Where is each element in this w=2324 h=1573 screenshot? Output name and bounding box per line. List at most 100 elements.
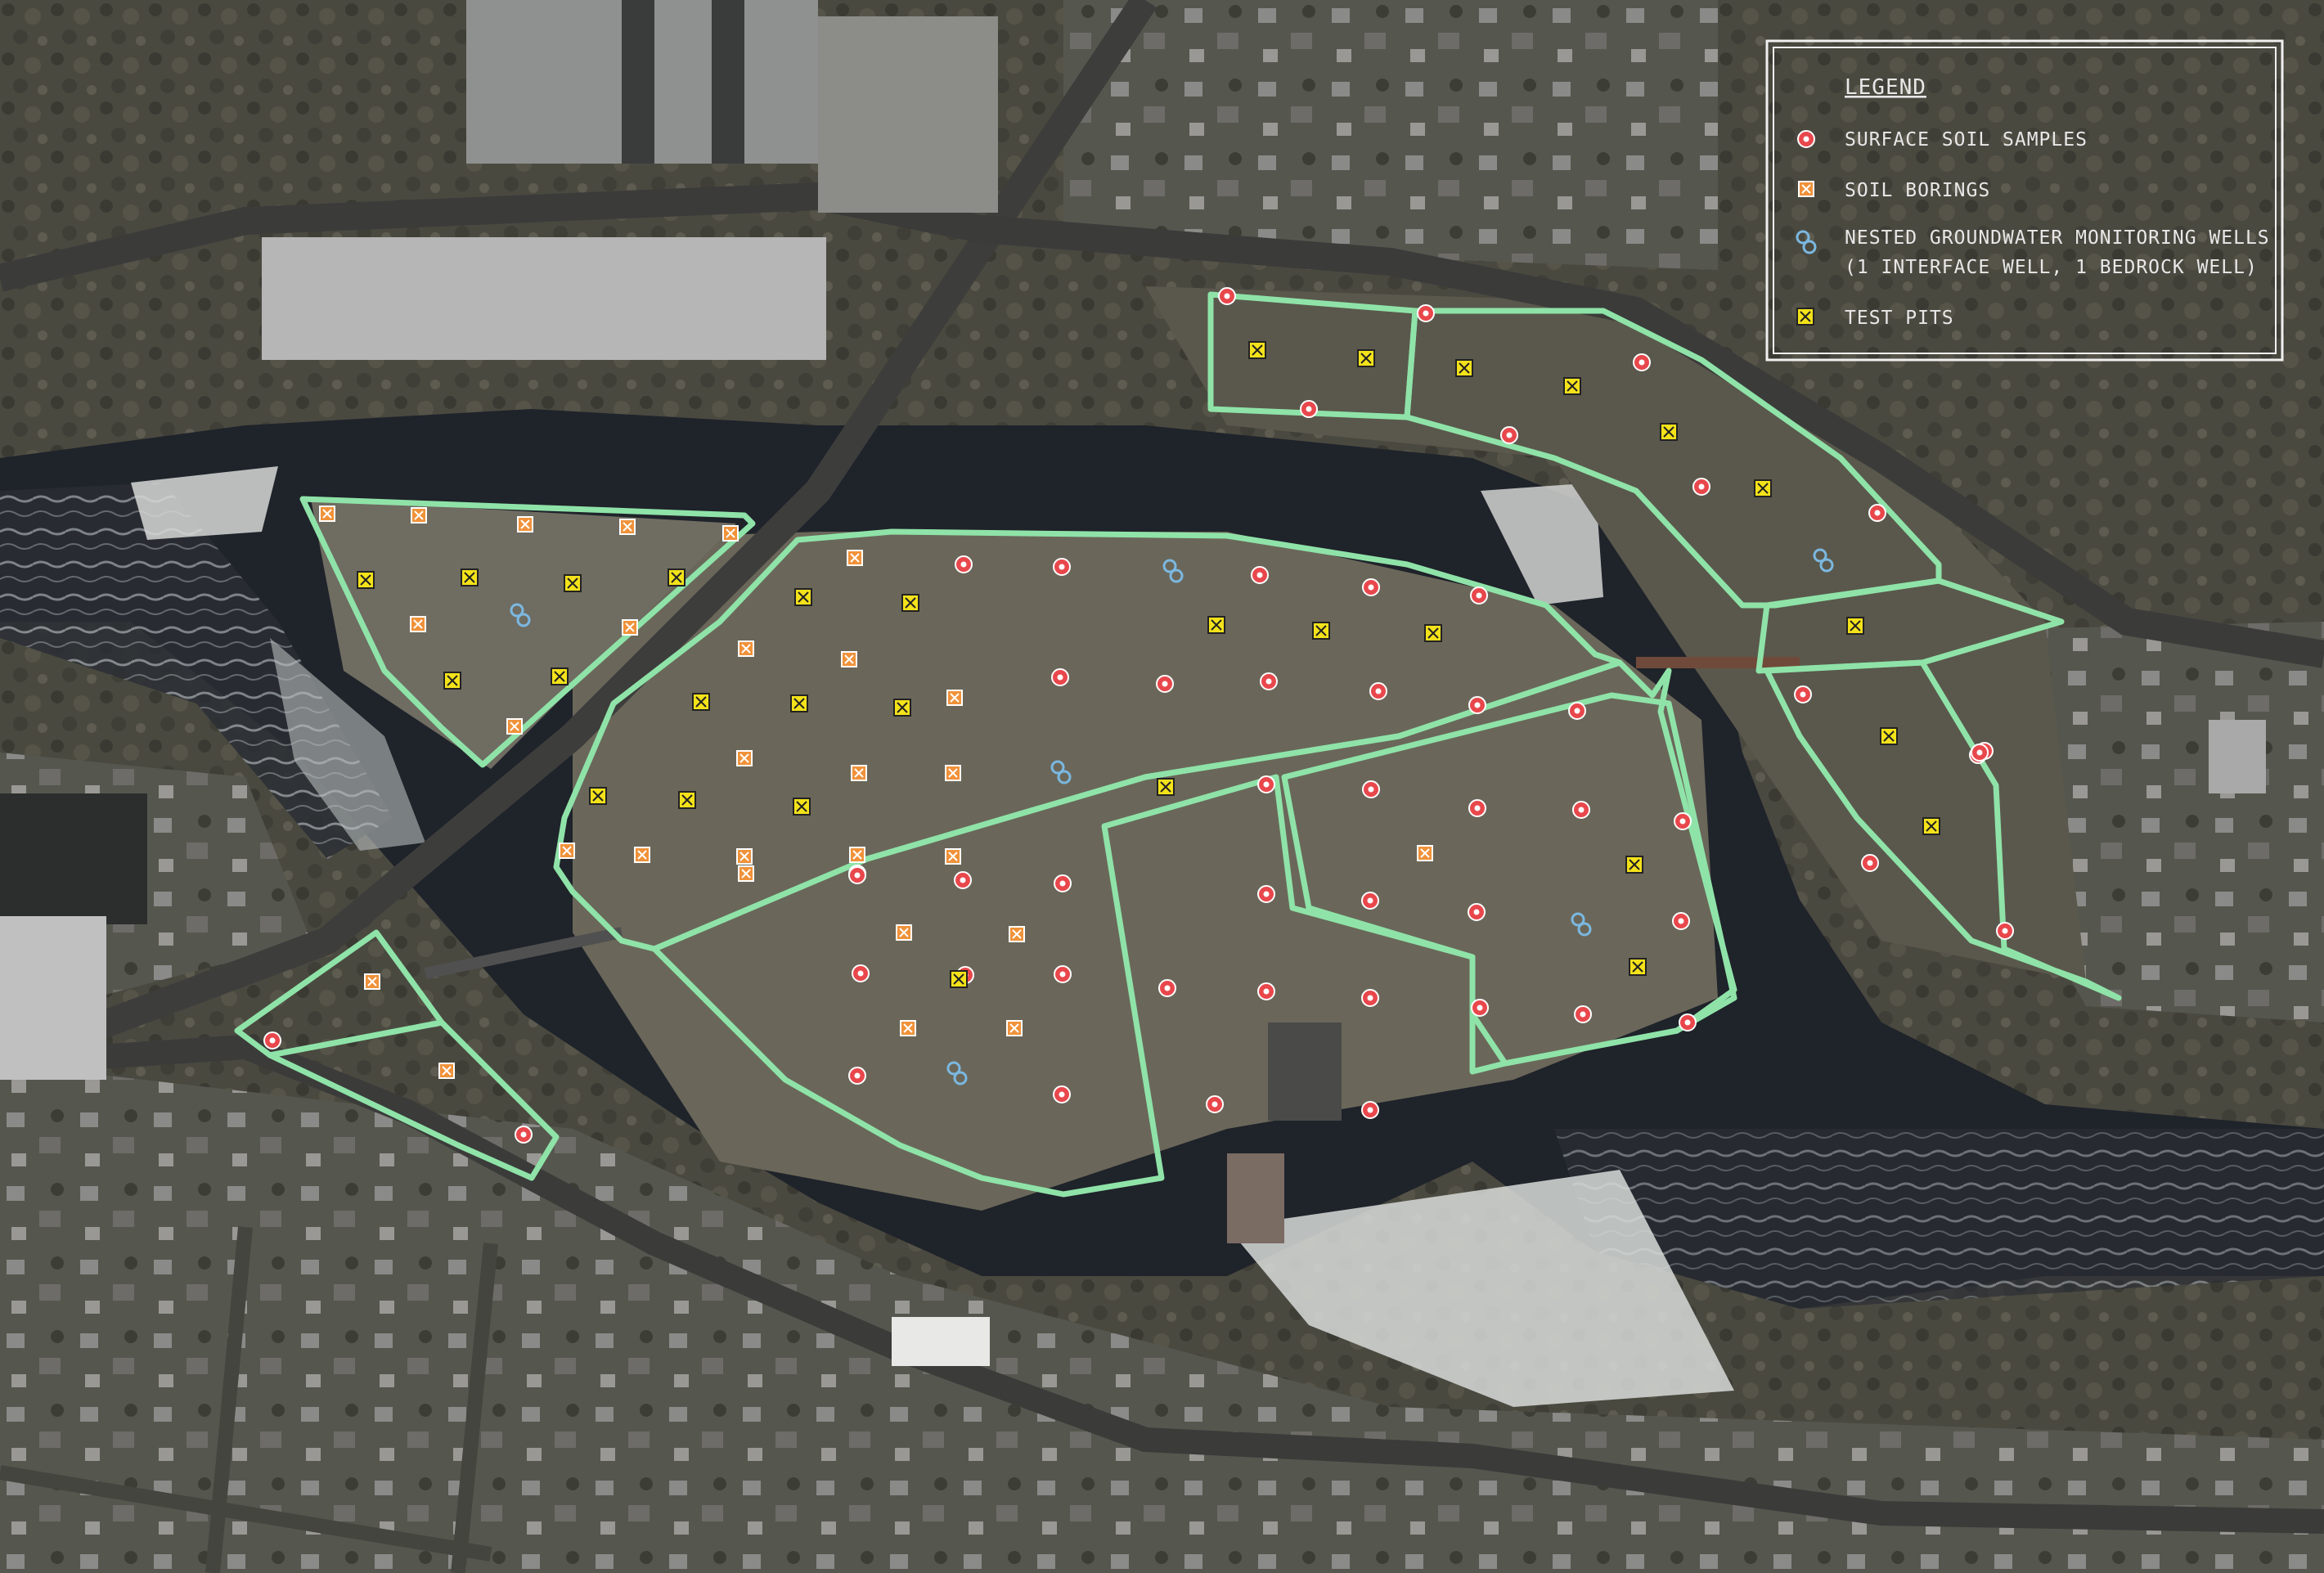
soil-boring-marker	[517, 516, 533, 533]
red-circle-icon-center	[1578, 807, 1585, 813]
building-east	[2209, 720, 2266, 793]
red-circle-icon-center	[2002, 928, 2008, 934]
surface-soil-sample-marker	[1471, 999, 1489, 1017]
blue-double-circle-icon	[1571, 912, 1585, 927]
orange-crossed-square-cross	[520, 519, 530, 529]
test-pit-marker	[357, 571, 375, 589]
test-pit-marker	[893, 699, 911, 717]
red-circle-icon-center	[1574, 708, 1580, 714]
legend-box-inner	[1773, 47, 2277, 354]
surface-soil-sample-marker	[515, 1126, 533, 1144]
yellow-crossed-square-cross	[1567, 380, 1578, 392]
blue-double-circle-icon-2	[516, 613, 531, 627]
red-circle-icon-center	[1473, 909, 1480, 915]
legend-item-test-pits: TEST PITS	[1796, 308, 1954, 329]
surface-soil-sample-marker	[263, 1031, 281, 1049]
legend-item-monitoring-wells: NESTED GROUNDWATER MONITORING WELLS (1 I…	[1796, 227, 2269, 278]
orange-crossed-square-cross	[414, 510, 424, 520]
red-circle-icon-center	[1162, 681, 1168, 687]
surface-soil-sample-marker	[1206, 1095, 1224, 1113]
footbridge	[424, 927, 623, 979]
soil-boring-marker	[1006, 1020, 1023, 1036]
road-north	[0, 182, 2324, 668]
soil-boring-marker	[738, 865, 754, 882]
mill-building-west-2	[0, 916, 106, 1080]
soil-boring-marker	[722, 525, 739, 542]
test-pit-marker	[793, 798, 811, 816]
yellow-crossed-square-cross	[905, 597, 916, 609]
blue-double-circle-icon	[510, 603, 524, 618]
yellow-crossed-square-cross	[567, 578, 578, 589]
waterfall-east	[1481, 483, 1603, 605]
boundary-parcel-4	[1281, 692, 1737, 1067]
monitoring-well-marker	[1813, 548, 1834, 573]
surface-soil-sample-marker	[1468, 903, 1486, 921]
test-pit-marker	[678, 791, 696, 809]
blue-double-circle-icon	[1796, 230, 1810, 245]
surface-soil-sample-marker	[1158, 979, 1176, 997]
mill-building-north	[262, 237, 826, 360]
yellow-crossed-square-cross	[1926, 820, 1937, 832]
legend-label-soil-borings: SOIL BORINGS	[1845, 180, 1990, 201]
legend-label-monitoring-wells-line2: (1 INTERFACE WELL, 1 BEDROCK WELL)	[1845, 257, 2258, 278]
orange-crossed-square-cross	[1009, 1023, 1019, 1033]
orange-crossed-square-cross	[510, 721, 519, 731]
orange-crossed-square-cross	[948, 768, 958, 778]
red-circle-icon-center	[1059, 1091, 1065, 1098]
surface-soil-sample-marker	[1692, 478, 1710, 496]
yellow-crossed-square-cross	[671, 572, 682, 583]
yellow-crossed-square-cross	[1632, 961, 1643, 973]
soil-boring-marker	[945, 848, 961, 865]
blue-double-circle-icon-2	[1577, 922, 1592, 937]
site-boundaries	[234, 291, 2122, 1198]
surface-soil-sample-marker	[1572, 801, 1590, 819]
yellow-crossed-square-cross	[1850, 620, 1861, 631]
red-circle-icon-center	[1874, 510, 1881, 516]
test-pit-marker	[1312, 622, 1330, 640]
yellow-crossed-square-cross	[1360, 353, 1372, 364]
yellow-crossed-square-cross	[953, 973, 964, 985]
powerhouse	[1227, 1153, 1284, 1243]
soil-boring-marker	[736, 750, 753, 766]
test-pit-marker	[1754, 479, 1772, 497]
test-pit-marker	[901, 594, 919, 612]
soil-boring-marker	[634, 847, 650, 863]
soil-boring-marker	[319, 506, 335, 522]
test-pit-marker	[551, 667, 569, 685]
surface-soil-sample-marker	[1260, 672, 1278, 690]
soil-boring-marker	[945, 765, 961, 781]
surface-soil-sample-marker	[1417, 304, 1435, 322]
soil-boring-marker	[849, 847, 865, 863]
red-circle-icon-center	[1867, 860, 1873, 866]
rapids-west-white	[270, 638, 425, 851]
mill-building-west	[0, 793, 147, 924]
soil-boring-marker	[506, 718, 523, 735]
red-circle-icon-center	[1474, 805, 1481, 811]
orange-crossed-square-cross	[950, 693, 960, 703]
red-circle-icon-center	[1306, 406, 1312, 412]
red-circle-icon-center	[1477, 1004, 1483, 1011]
test-pit-marker	[1660, 423, 1678, 441]
blue-double-circle-icon	[1813, 548, 1827, 563]
test-pit-marker	[1357, 349, 1375, 367]
road-bridge	[0, 0, 1158, 1076]
boundary-parcel-7	[1755, 578, 2065, 674]
soil-boring-marker	[738, 640, 754, 657]
red-circle-icon-center	[1224, 293, 1230, 299]
surface-soil-sample-marker	[1470, 587, 1488, 604]
boundary-parcel-8	[1764, 659, 2122, 1001]
yellow-crossed-square-cross	[1427, 627, 1439, 639]
red-circle-icon-center	[1476, 592, 1482, 599]
legend-label-test-pits: TEST PITS	[1845, 308, 1954, 329]
surface-soil-sample-marker	[1053, 558, 1071, 576]
surface-soil-sample-marker	[1868, 504, 1886, 522]
test-pit-marker	[668, 569, 686, 587]
surface-soil-sample-marker	[1794, 685, 1812, 703]
waterfall-west	[131, 466, 278, 540]
red-circle-icon-center	[1679, 818, 1686, 825]
red-circle-icon-center	[1684, 1019, 1691, 1026]
red-circle-icon-center	[1506, 432, 1513, 438]
boundary-parcel-1	[299, 496, 756, 768]
orange-crossed-square-cross	[1012, 929, 1022, 939]
mill-building-dark-2	[712, 0, 744, 164]
